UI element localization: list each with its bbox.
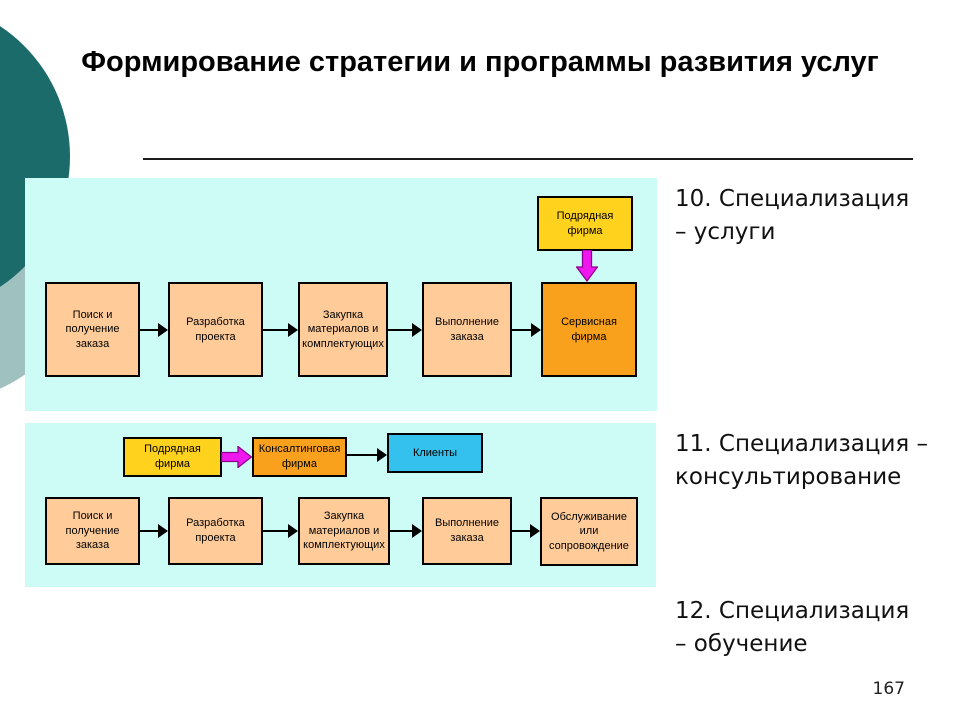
flow-arrow-icon [388,323,422,337]
note-line: – услуги [675,219,776,245]
services-step-procurement-box: Закупка материалов и комплектующих [298,282,388,377]
clients-box: Клиенты [387,433,483,473]
services-step-project-box: Разработка проекта [168,282,263,377]
services-step-order-search-box: Поиск и получение заказа [45,282,140,377]
consulting-step-procurement-box: Закупка материалов и комплектующих [298,497,390,565]
services-firm-box: Сервисная фирма [541,282,637,377]
note-line: – обучение [675,631,808,657]
services-step-execution-box: Выполнение заказа [422,282,512,377]
flow-arrow-icon [263,323,298,337]
page-number: 167 [872,679,905,699]
flow-arrow-icon [512,323,541,337]
note-line: 12. Специализация [675,598,910,624]
maintenance-box: Обслуживание или сопровождение [540,497,638,566]
note-line: 10. Специализация [675,186,910,212]
note-line: 11. Специализация – [675,431,929,457]
services-contractor-firm-box: Подрядная фирма [537,196,633,251]
consulting-step-execution-box: Выполнение заказа [422,497,512,565]
contractor-to-service-arrow-icon [575,249,599,283]
flow-arrow-icon [390,524,422,538]
flow-arrow-icon [140,524,168,538]
slide-title: Формирование стратегии и программы разви… [81,46,879,78]
consulting-step-project-box: Разработка проекта [168,497,263,565]
contractor-to-consulting-arrow-icon [220,445,253,469]
flow-arrow-icon [347,448,387,462]
flow-arrow-icon [263,524,298,538]
note-line: консультирование [675,464,902,490]
title-underline [143,158,913,160]
note-specialization-services: 10. Специализация – услуги [675,183,960,249]
consulting-step-order-search-box: Поиск и получение заказа [45,497,140,565]
flow-arrow-icon [140,323,168,337]
consulting-firm-box: Консалтинговая фирма [252,437,347,477]
flow-arrow-icon [512,524,540,538]
note-specialization-consulting: 11. Специализация – консультирование [675,428,960,494]
consulting-contractor-firm-box: Подрядная фирма [123,437,222,477]
note-specialization-training: 12. Специализация – обучение [675,595,960,661]
